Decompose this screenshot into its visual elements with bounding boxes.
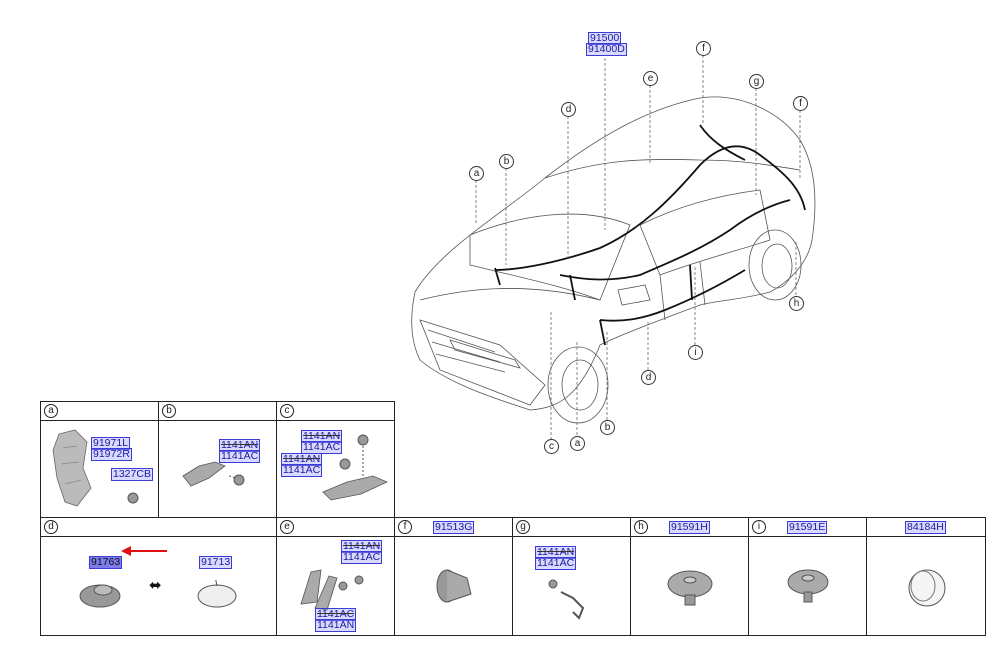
callout-c[interactable]: c (544, 439, 559, 454)
parts-cell-c: c 1141AN 1141AC 1141AN 1141AC (276, 401, 395, 518)
front-wheel-rim (561, 359, 599, 411)
cell-header: c (277, 402, 394, 421)
part-91713[interactable]: 91713 (199, 556, 233, 569)
callout-a-top[interactable]: a (469, 166, 484, 181)
part-1141ac[interactable]: 1141AC (535, 557, 577, 570)
grommet-91513g-illustration (436, 569, 472, 603)
cell-header: e (277, 518, 394, 537)
cell-letter: d (44, 520, 58, 534)
parts-cell-j: 84184H (866, 517, 986, 636)
part-1141an[interactable]: 1141AN (219, 439, 261, 452)
car-side-window (639, 189, 771, 276)
part-91513g[interactable]: 91513G (433, 521, 475, 534)
callout-g[interactable]: g (749, 74, 764, 89)
grommet-91591e-illustration (787, 569, 829, 603)
part-91591e[interactable]: 91591E (787, 521, 828, 534)
cell-header: i 91591E (749, 518, 866, 537)
cell-letter: h (634, 520, 648, 534)
part-84184h[interactable]: 84184H (905, 521, 946, 534)
cell-letter: c (280, 404, 294, 418)
cell-header: f 91513G (395, 518, 512, 537)
cell-letter: b (162, 404, 176, 418)
part-91763[interactable]: 91763 (89, 556, 123, 569)
wiring-harness-front (494, 267, 606, 346)
callout-e[interactable]: e (643, 71, 658, 86)
part-1141an[interactable]: 1141AN (535, 546, 577, 559)
part-1141ac[interactable]: 1141AC (219, 450, 261, 463)
connector-illustration (182, 461, 245, 487)
part-1141an-1[interactable]: 1141AN (301, 430, 343, 443)
rear-wheel-rim (761, 243, 793, 289)
parts-cell-d: d 91763 ⬌ 91713 (40, 517, 277, 636)
cell-header: 84184H (867, 518, 985, 537)
cell-letter: f (398, 520, 412, 534)
cell-letter: e (280, 520, 294, 534)
parts-cell-h: h 91591H (630, 517, 749, 636)
car-grille (419, 319, 546, 406)
bolt-illustration (127, 492, 139, 504)
callout-i[interactable]: i (688, 345, 703, 360)
cell-header: b (159, 402, 276, 421)
cell-letter: g (516, 520, 530, 534)
parts-cell-e: e 1141AN 1141AC 1141AC 1141AN (276, 517, 395, 636)
grommet-91763-illustration (79, 584, 121, 608)
car-hood-line (419, 288, 601, 301)
part-91972r[interactable]: 91972R (91, 448, 132, 461)
main-harness-part-number-alt[interactable]: 91400D (586, 43, 627, 56)
callout-f-right[interactable]: f (793, 96, 808, 111)
car-roofline (544, 159, 801, 179)
clip-illustration (322, 434, 388, 501)
callout-d-top[interactable]: d (561, 102, 576, 117)
callout-f-top[interactable]: f (696, 41, 711, 56)
front-wheel (547, 346, 609, 424)
part-1141ac-2[interactable]: 1141AC (315, 608, 357, 621)
part-1141an-2[interactable]: 1141AN (315, 619, 357, 632)
cell-header: d (41, 518, 276, 537)
interchangeable-symbol: ⬌ (149, 576, 162, 594)
cell-letter: a (44, 404, 58, 418)
main-harness-part-number[interactable]: 91500 (588, 32, 622, 45)
part-1141ac-1[interactable]: 1141AC (341, 551, 383, 564)
cell-header: a (41, 402, 158, 421)
parts-cell-g: g 1141AN 1141AC (512, 517, 631, 636)
cap-91713-illustration (197, 580, 237, 608)
bracket-illustration (52, 429, 92, 507)
connector-pair-illustration (300, 569, 364, 611)
wiring-harness-main (494, 124, 806, 322)
parts-cell-f: f 91513G (394, 517, 513, 636)
part-91591h[interactable]: 91591H (669, 521, 710, 534)
door-lines (659, 261, 706, 321)
part-91971l[interactable]: 91971L (91, 437, 131, 450)
part-1327cb[interactable]: 1327CB (111, 468, 153, 481)
part-1141an-1[interactable]: 1141AN (341, 540, 383, 553)
rear-wheel (748, 229, 802, 301)
callout-b-top[interactable]: b (499, 154, 514, 169)
harness-clip-illustration (548, 579, 585, 620)
cell-header: g (513, 518, 630, 537)
cell-header: h 91591H (631, 518, 748, 537)
car-windshield (469, 213, 631, 301)
plug-84184h-illustration (908, 569, 946, 607)
car-grille-inner (427, 329, 506, 373)
part-1141ac-2[interactable]: 1141AC (281, 464, 323, 477)
callout-h[interactable]: h (789, 296, 804, 311)
callout-b-bottom[interactable]: b (600, 420, 615, 435)
parts-cell-b: b 1141AN 1141AC (158, 401, 277, 518)
headlight (449, 339, 521, 369)
callout-d-bottom[interactable]: d (641, 370, 656, 385)
car-body-outline (411, 96, 816, 411)
cell-letter: i (752, 520, 766, 534)
parts-cell-a: a 91971L 91972R 1327CB (40, 401, 159, 518)
part-1141an-2[interactable]: 1141AN (281, 453, 323, 466)
side-mirror (617, 284, 651, 306)
red-arrow-indicator (121, 546, 167, 556)
parts-cell-i: i 91591E (748, 517, 867, 636)
callout-a-bottom[interactable]: a (570, 436, 585, 451)
grommet-91591h-illustration (667, 570, 713, 606)
